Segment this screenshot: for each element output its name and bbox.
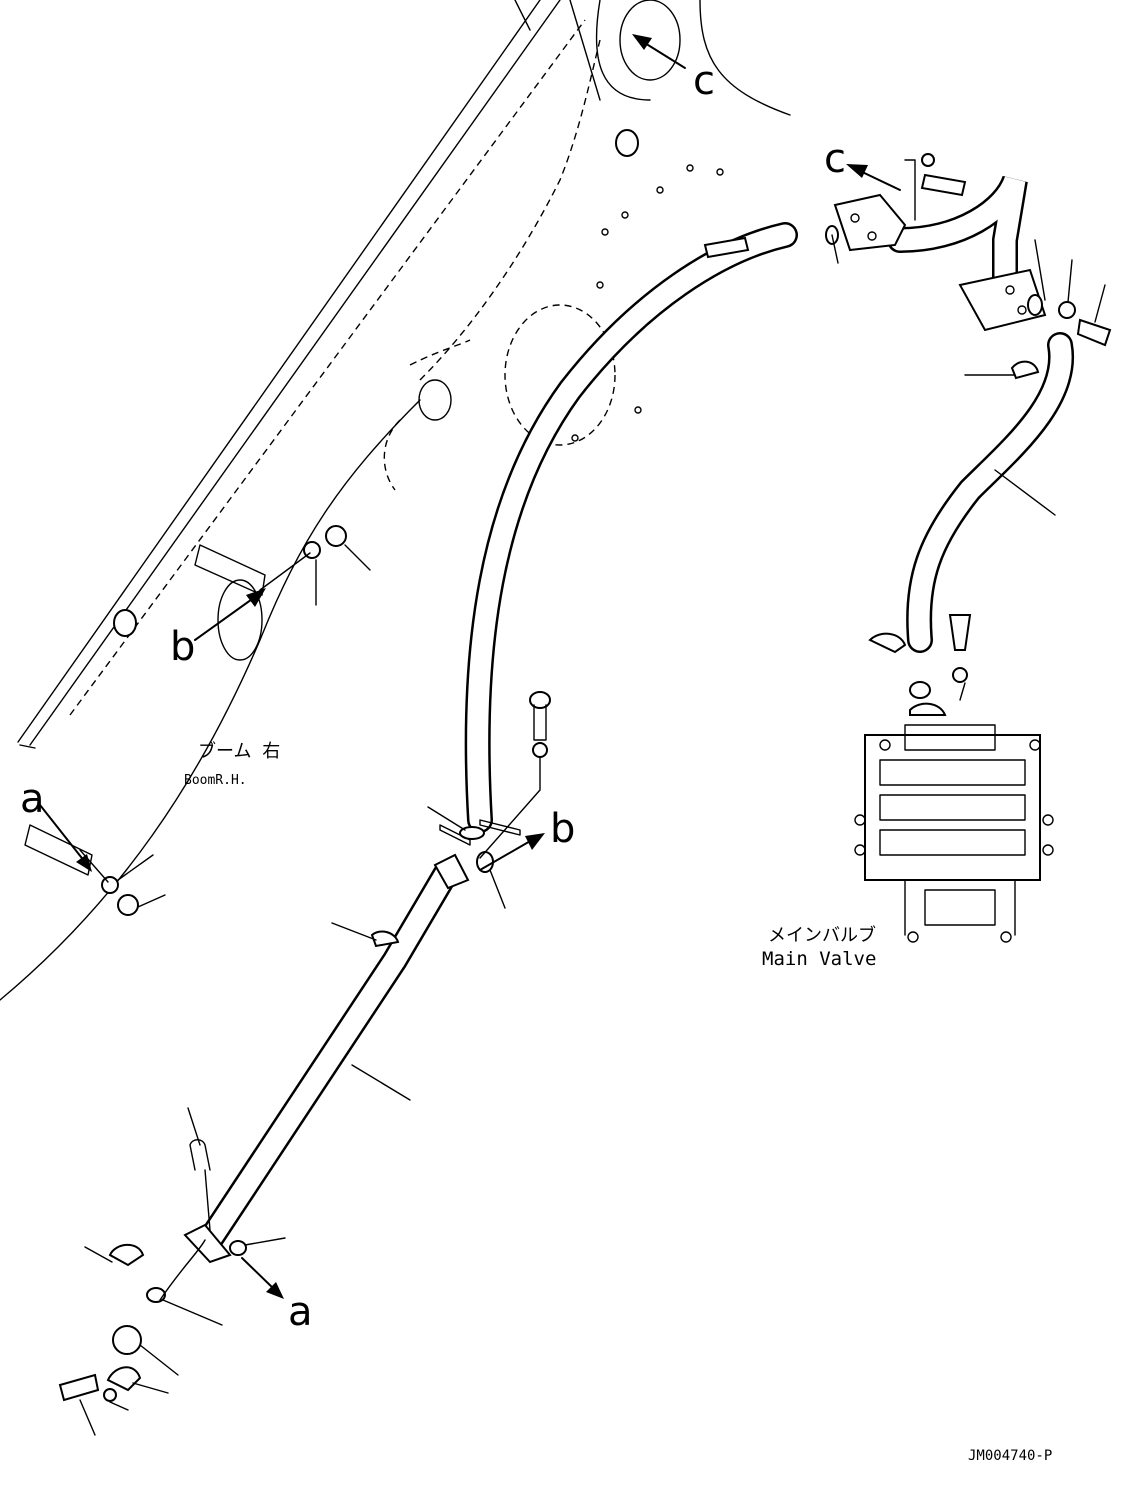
boom-plug-left xyxy=(113,609,137,637)
washer-lower xyxy=(103,1388,117,1402)
u-bolt xyxy=(189,1139,211,1171)
bolt-head-mid xyxy=(529,691,551,709)
drawing-id: JM004740-P xyxy=(968,1448,1052,1464)
ref-label-c-right: c xyxy=(824,136,846,182)
clamp-half-lower xyxy=(106,1366,142,1392)
hose-main-valve xyxy=(906,332,1075,653)
boom-label-jp: ブーム 右 xyxy=(198,740,280,762)
hose-boom xyxy=(464,222,798,833)
clamp-bracket-b xyxy=(194,544,266,596)
boom-outline xyxy=(0,0,791,1001)
washer-a xyxy=(101,876,119,894)
ref-label-a-top: a xyxy=(20,776,45,822)
fitting-flange-upper xyxy=(433,853,470,890)
nut-a xyxy=(117,894,139,916)
bolt-hose-clamp xyxy=(703,236,750,259)
cover-plate-lower xyxy=(112,1325,142,1355)
washer-mid xyxy=(532,742,548,758)
small-parts xyxy=(58,153,1112,1402)
boom-label-en: BoomR.H. xyxy=(184,773,247,788)
clip-hose-right xyxy=(1010,360,1040,380)
bolt-valve xyxy=(948,614,972,651)
plug-lower xyxy=(229,1240,247,1256)
ref-label-b-right: b xyxy=(550,806,575,852)
o-ring-lower xyxy=(146,1287,166,1303)
valve-label-en: Main Valve xyxy=(762,948,876,970)
washer-valve xyxy=(952,667,968,683)
clamp-bracket-a xyxy=(24,824,93,876)
lower-pipe xyxy=(197,862,458,1253)
fitting-flange-lower xyxy=(183,1223,232,1264)
clamp-half-lower-top xyxy=(108,1243,145,1267)
boom-pin-hole-low xyxy=(217,579,263,661)
plug-mid xyxy=(476,851,494,873)
reference-labels: c c b b a a xyxy=(20,58,846,1335)
boom-access-cover xyxy=(504,304,616,446)
boom-plug-top xyxy=(615,129,639,157)
clamp-half-valve xyxy=(868,632,907,654)
bolt-lower xyxy=(58,1373,100,1402)
ref-label-a-bottom: a xyxy=(288,1289,313,1335)
upper-tube xyxy=(887,175,1028,293)
main-valve xyxy=(854,724,1054,943)
elbow-fitting xyxy=(1027,294,1043,316)
o-ring-mid xyxy=(459,826,485,840)
clip-hose xyxy=(370,930,400,948)
fitting-block-right xyxy=(958,268,1047,332)
boom-pin-hole-top xyxy=(619,0,681,81)
fitting-block-top xyxy=(833,159,916,252)
flange-valve xyxy=(909,681,931,699)
reference-arrows xyxy=(39,34,901,1299)
washer-top xyxy=(921,153,935,167)
bolt-right xyxy=(1076,318,1112,347)
boom-pin-hole-mid xyxy=(418,379,452,421)
ref-label-b-left: b xyxy=(170,624,195,670)
valve-label-jp: メインバルブ xyxy=(768,924,876,946)
bolt-top xyxy=(920,173,967,197)
leader-lines xyxy=(79,234,1106,1436)
washer-right xyxy=(1058,301,1076,319)
nut-b xyxy=(325,525,347,547)
ref-label-c-top: c xyxy=(693,58,715,104)
boom-bolt-dots xyxy=(571,164,724,442)
clamp-half-valve-lower xyxy=(909,702,947,716)
